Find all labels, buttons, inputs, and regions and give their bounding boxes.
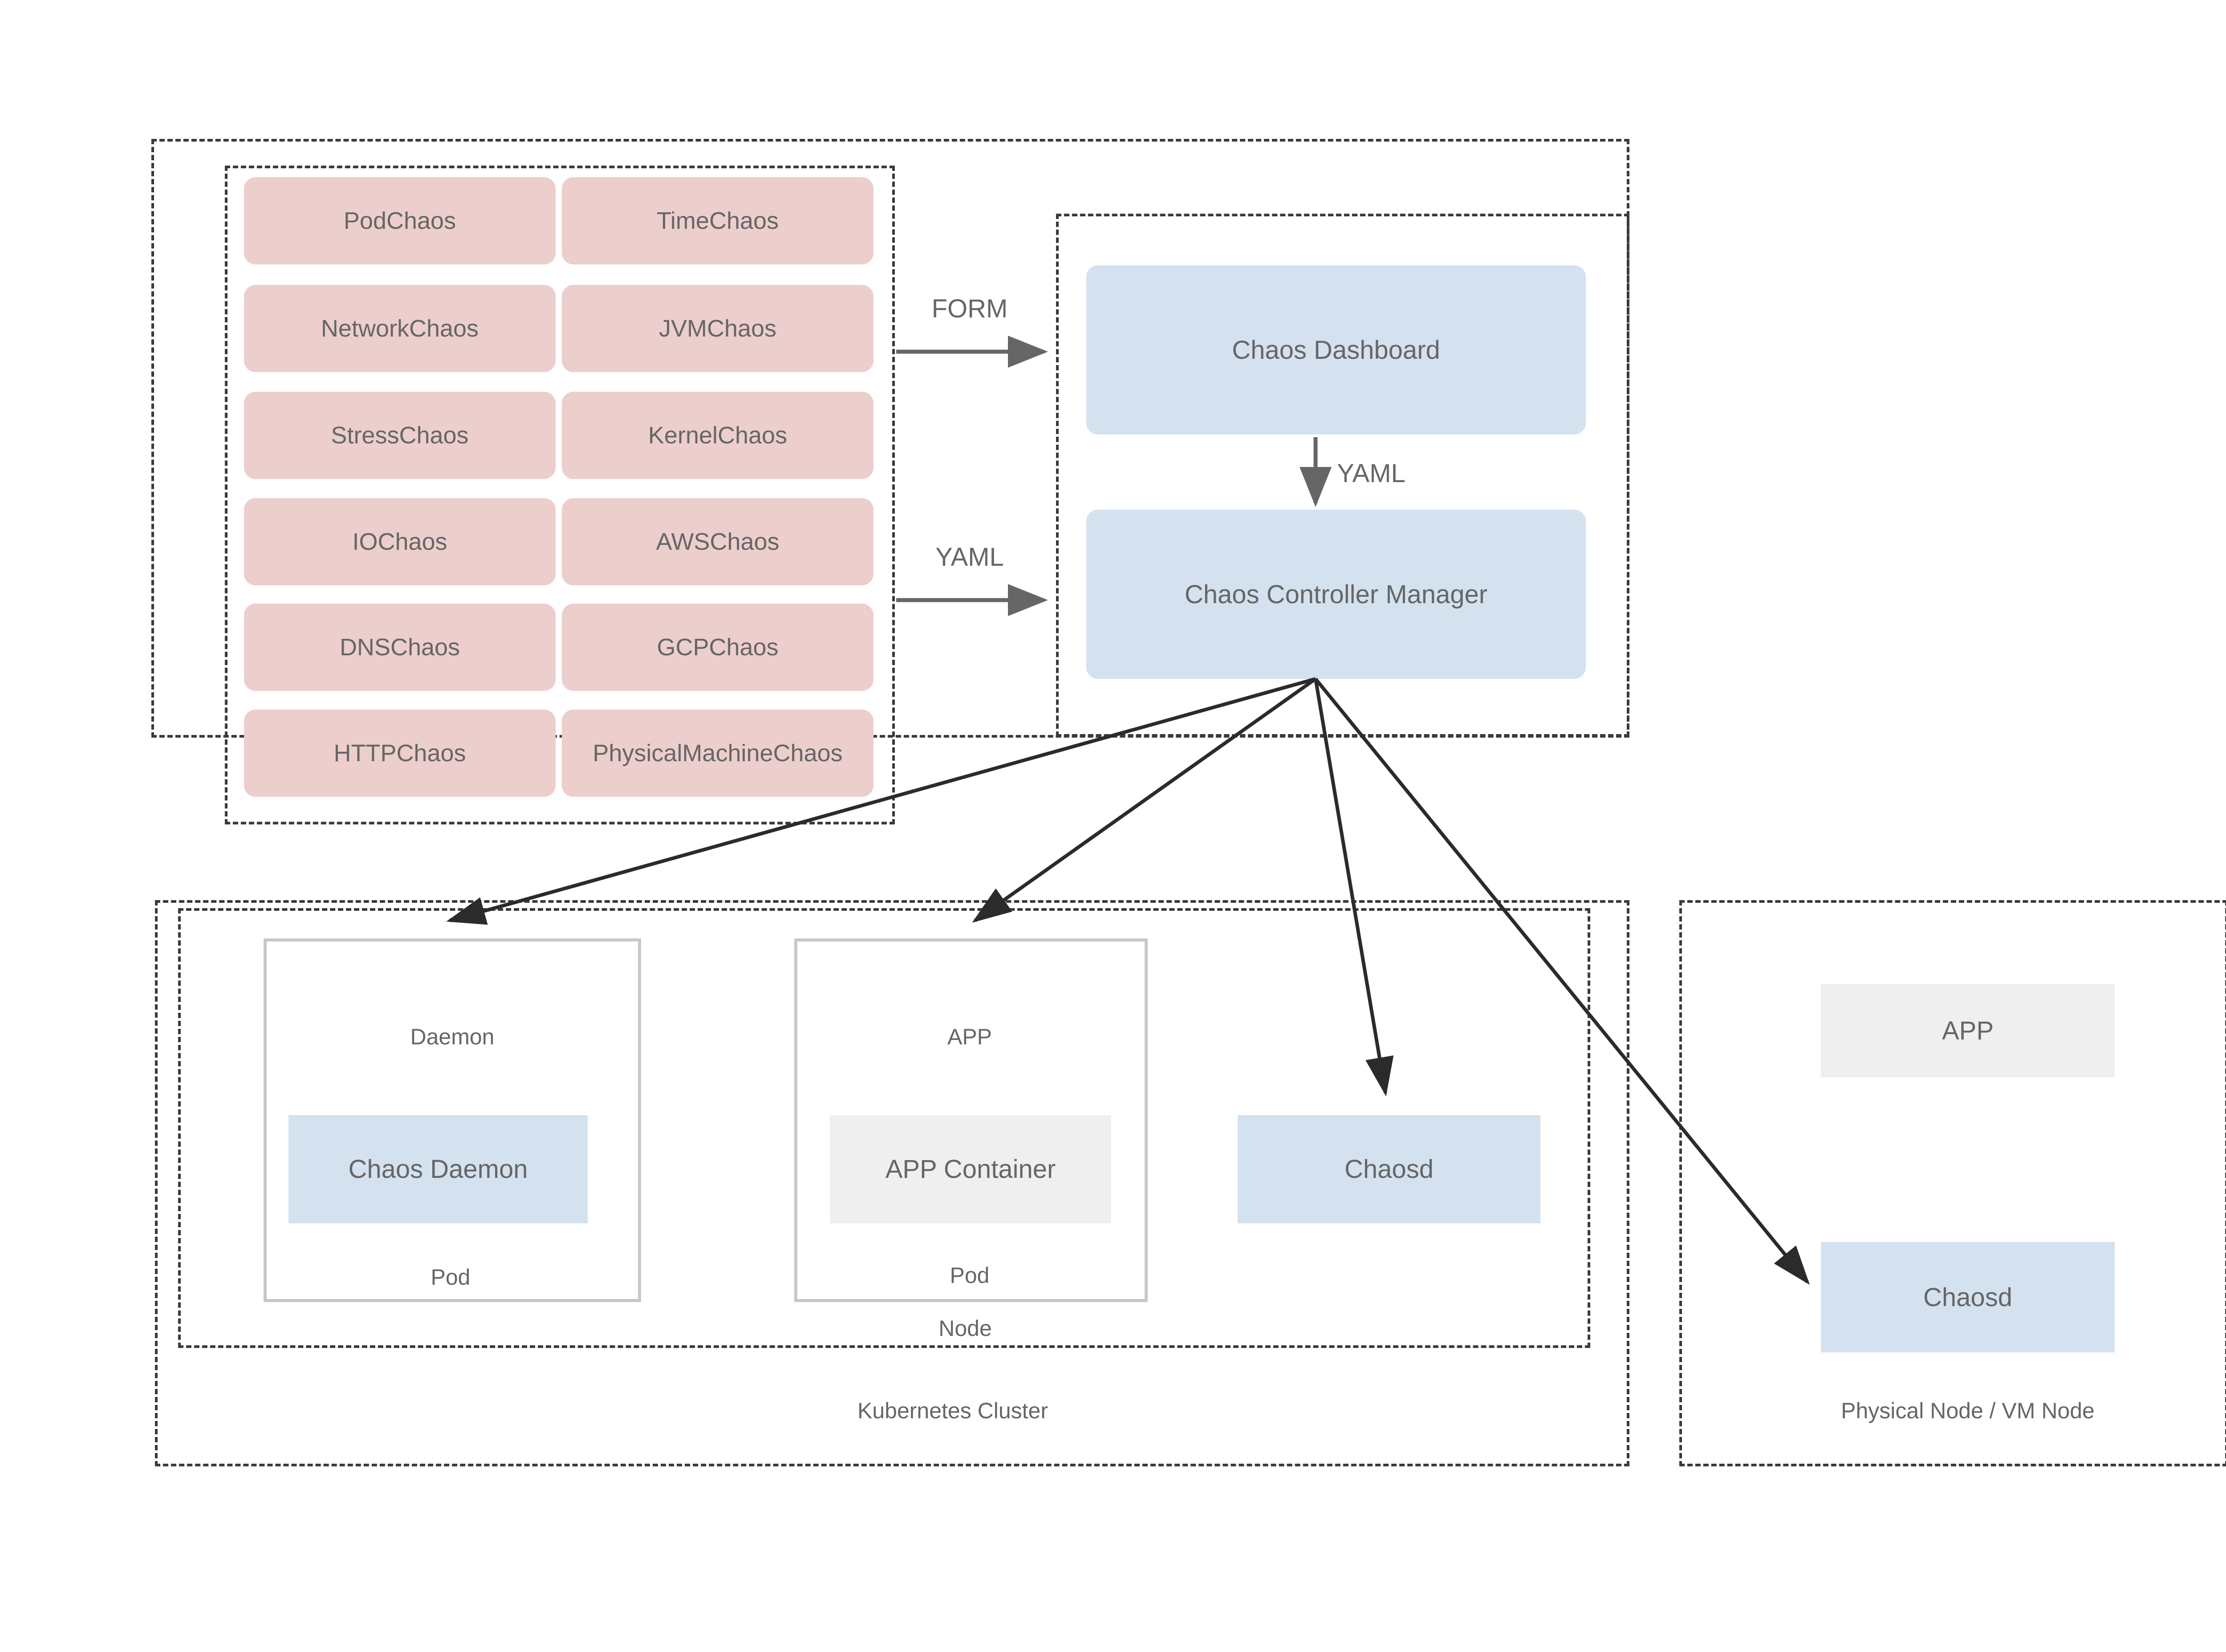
daemon-pod-top-label: Daemon xyxy=(410,1024,495,1049)
chaos-type-box[interactable]: DNSChaos xyxy=(244,604,556,691)
chaos-type-box[interactable]: JVMChaos xyxy=(562,285,873,372)
physical-node-chaosd-box[interactable]: Chaosd xyxy=(1821,1242,2115,1352)
chaos-type-label: HTTPChaos xyxy=(333,740,466,767)
dashboard-to-controller-arrow-label: YAML xyxy=(1337,459,1405,488)
app-pod-top-label: APP xyxy=(947,1024,992,1049)
chaos-type-box[interactable]: StressChaos xyxy=(244,392,556,479)
node-label: Node xyxy=(938,1316,992,1341)
app-pod-bottom-label: Pod xyxy=(950,1263,990,1288)
chaos-type-label: TimeChaos xyxy=(656,207,779,234)
chaos-type-box[interactable]: IOChaos xyxy=(244,498,556,585)
chaos-type-label: JVMChaos xyxy=(658,315,777,342)
chaos-controller-manager-box[interactable]: Chaos Controller Manager xyxy=(1086,510,1586,679)
chaos-type-label: StressChaos xyxy=(331,422,469,449)
yaml-arrow-label: YAML xyxy=(935,543,1004,572)
chaos-type-box[interactable]: GCPChaos xyxy=(562,604,873,691)
chaos-type-label: IOChaos xyxy=(352,528,447,555)
physical-node-app-box[interactable]: APP xyxy=(1821,984,2115,1077)
chaos-type-label: AWSChaos xyxy=(656,528,780,555)
chaosd-node-label: Chaosd xyxy=(1345,1155,1434,1184)
chaos-type-box[interactable]: PhysicalMachineChaos xyxy=(562,710,873,797)
chaos-type-box[interactable]: NetworkChaos xyxy=(244,285,556,372)
app-container-box[interactable]: APP Container xyxy=(830,1115,1111,1223)
physical-node-chaosd-label: Chaosd xyxy=(1923,1283,2012,1312)
chaos-type-box[interactable]: AWSChaos xyxy=(562,498,873,585)
chaosd-node-box[interactable]: Chaosd xyxy=(1238,1115,1540,1223)
form-arrow-label: FORM xyxy=(931,294,1008,323)
physical-node-app-label: APP xyxy=(1942,1016,1994,1045)
app-container-label: APP Container xyxy=(885,1155,1056,1184)
physical-node-label: Physical Node / VM Node xyxy=(1841,1398,2095,1423)
chaos-type-box[interactable]: KernelChaos xyxy=(562,392,873,479)
chaos-dashboard-box[interactable]: Chaos Dashboard xyxy=(1086,265,1586,434)
chaos-type-label: PhysicalMachineChaos xyxy=(593,740,843,767)
chaos-type-label: PodChaos xyxy=(343,207,456,234)
chaos-controller-manager-label: Chaos Controller Manager xyxy=(1184,580,1488,609)
daemon-pod-bottom-label: Pod xyxy=(431,1265,471,1290)
chaos-daemon-box[interactable]: Chaos Daemon xyxy=(288,1115,588,1223)
chaos-dashboard-label: Chaos Dashboard xyxy=(1232,335,1440,365)
chaos-type-label: KernelChaos xyxy=(648,422,788,449)
kubernetes-cluster-label: Kubernetes Cluster xyxy=(857,1398,1048,1423)
chaos-type-box[interactable]: PodChaos xyxy=(244,177,556,264)
chaos-type-label: GCPChaos xyxy=(657,634,779,661)
chaos-type-label: NetworkChaos xyxy=(321,315,479,342)
chaos-type-box[interactable]: TimeChaos xyxy=(562,177,873,264)
chaos-type-label: DNSChaos xyxy=(339,634,460,661)
chaos-type-box[interactable]: HTTPChaos xyxy=(244,710,556,797)
chaos-daemon-label: Chaos Daemon xyxy=(348,1155,528,1184)
